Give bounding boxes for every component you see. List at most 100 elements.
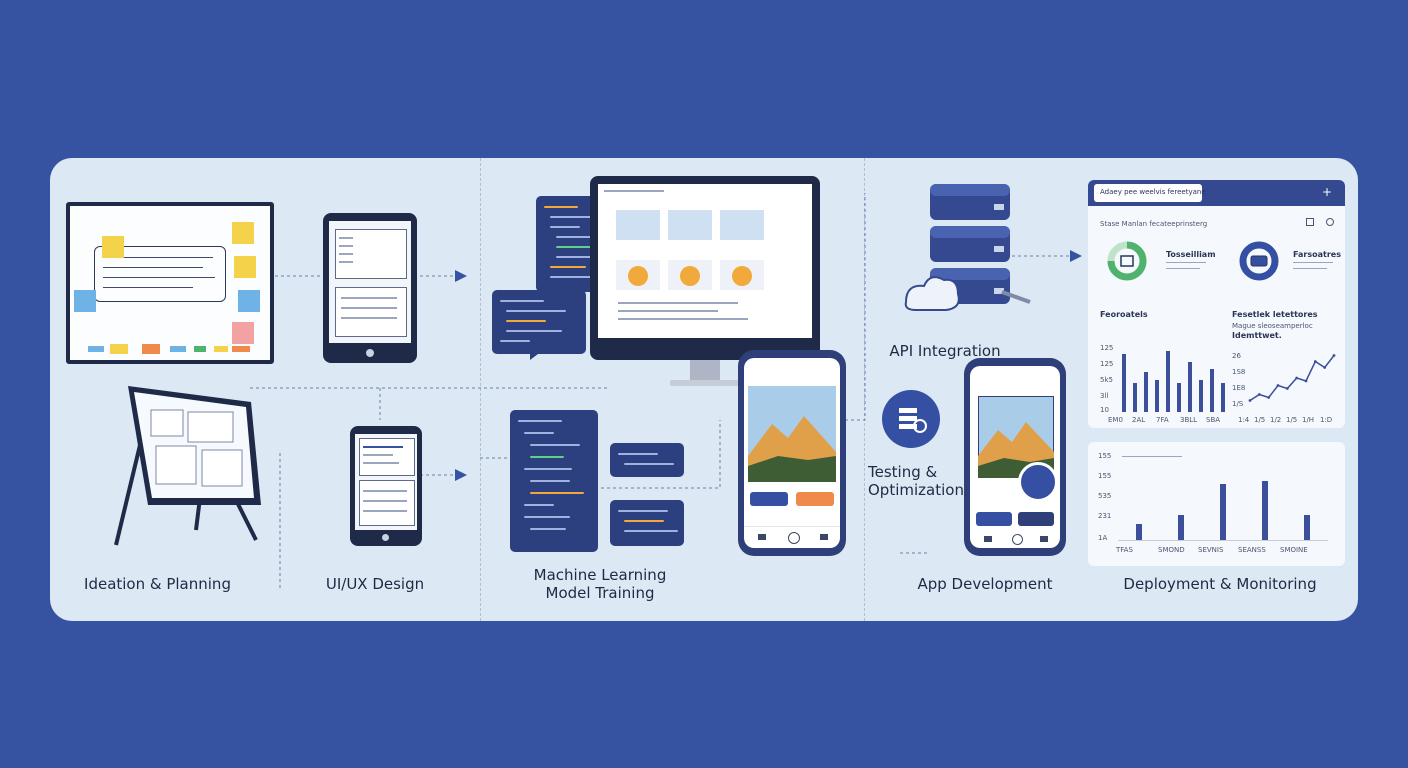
chart2-xtick: 1/H	[1302, 416, 1315, 424]
chart3-ytick: 155	[1098, 452, 1112, 460]
stage-label-api: API Integration	[889, 342, 1001, 360]
home-icon[interactable]	[758, 534, 766, 540]
chart1-xtick: 2AL	[1132, 416, 1146, 424]
stage-label-appdev: App Development	[917, 575, 1053, 593]
chart3-plot	[1118, 458, 1328, 541]
whiteboard	[66, 202, 274, 364]
arrow-head	[1070, 250, 1082, 262]
idea-note-box	[94, 246, 226, 302]
primary-button[interactable]	[750, 492, 788, 506]
chart2-ytick: 1/S	[1232, 400, 1244, 408]
profile-icon[interactable]	[820, 534, 828, 540]
chart3-xtick: TFAS	[1116, 546, 1133, 554]
chart1-title: Feoroatels	[1100, 310, 1148, 319]
bubble-tail	[530, 348, 546, 360]
home-icon[interactable]	[984, 536, 992, 542]
like-icon[interactable]	[1306, 218, 1314, 226]
add-icon[interactable]: +	[1322, 185, 1333, 199]
chart1-ytick: 125	[1100, 360, 1114, 368]
secondary-button[interactable]	[796, 492, 834, 506]
chart1-xtick: 3BLL	[1180, 416, 1198, 424]
settings-icon[interactable]	[1326, 218, 1334, 226]
profile-icon[interactable]	[1040, 536, 1048, 542]
chart1-xtick: SBA	[1206, 416, 1221, 424]
code-window	[610, 443, 684, 477]
chart1-bar	[1165, 350, 1170, 412]
chart1-bar	[1187, 361, 1192, 412]
chart2-subtitle: Mague sleoseamperloc	[1232, 322, 1313, 330]
chart2-point	[1267, 396, 1271, 399]
stage-label-uiux: UI/UX Design	[325, 575, 425, 593]
center-tab-icon[interactable]	[1012, 534, 1023, 545]
sticky-note	[102, 236, 124, 258]
sticky-note	[238, 290, 260, 312]
chart3-bar	[1178, 515, 1184, 540]
chart2-point	[1276, 384, 1280, 387]
chart1-xtick: EM0	[1108, 416, 1123, 424]
workflow-panel: Ideation & Planning UI/UX Desig	[50, 158, 1358, 621]
kpi-donut-green	[1107, 241, 1147, 281]
chart3-bar	[1136, 523, 1142, 540]
chart2-plot	[1248, 354, 1336, 402]
chart1-ytick: 125	[1100, 344, 1114, 352]
chart3-ytick: 155	[1098, 472, 1112, 480]
chart3-ytick: 231	[1098, 512, 1112, 520]
chart2-point	[1313, 360, 1317, 363]
phone-app-preview	[738, 350, 846, 556]
kpi2-title: Farsoatres	[1293, 250, 1341, 259]
chart1-bar	[1121, 354, 1126, 412]
monitor-base	[670, 380, 740, 386]
stage-label-ml: Machine Learning Model Training	[533, 566, 667, 602]
tablet-layout	[350, 426, 422, 546]
chart3-bar	[1262, 480, 1268, 540]
dashboard-subtitle: Stase Manlan fecateeprinsterg	[1100, 220, 1208, 228]
arrow-head	[455, 469, 467, 481]
chart1-ytick: 3ll	[1100, 392, 1109, 400]
chart1-bar	[1154, 379, 1159, 412]
stage-label-deployment: Deployment & Monitoring	[1123, 575, 1317, 593]
chart2-subtitle-2: Idemttwet.	[1232, 331, 1282, 340]
code-window	[510, 410, 598, 552]
chart2-xtick: 1:D	[1320, 416, 1333, 424]
chart3-xtick: SEVNIS	[1198, 546, 1224, 554]
stage-label-testing: Testing & Optimization	[868, 463, 964, 499]
primary-button[interactable]	[976, 512, 1012, 526]
chart1-bar	[1220, 383, 1225, 412]
monitor	[590, 176, 820, 360]
chart2-point	[1257, 393, 1261, 396]
tablet-wireframe	[323, 213, 417, 363]
stage-label-ideation: Ideation & Planning	[84, 575, 231, 593]
sticky-note	[232, 222, 254, 244]
chart2-title: Fesetlek letettores	[1232, 310, 1318, 319]
sticky-note	[234, 256, 256, 278]
chart1-bar	[1198, 379, 1203, 412]
chart2-xtick: 1/5	[1286, 416, 1298, 424]
kpi-donut-blue	[1239, 241, 1279, 281]
secondary-button[interactable]	[1018, 512, 1054, 526]
chart1-plot	[1118, 340, 1228, 412]
arrow-head	[455, 270, 467, 282]
center-tab-icon[interactable]	[788, 532, 800, 544]
chart2-point	[1332, 354, 1336, 357]
bubble-tail	[574, 286, 590, 298]
chart1-xtick: 7FA	[1156, 416, 1169, 424]
sticky-note	[232, 322, 254, 344]
phone-app-dev	[964, 358, 1066, 556]
chart2-point	[1304, 379, 1308, 383]
chart3-bar	[1220, 484, 1226, 540]
kpi1-title: Tosseilliam	[1166, 250, 1216, 259]
chart2-point	[1323, 366, 1327, 369]
server-stack-icon	[904, 184, 1031, 311]
chart3-xtick: SMOINE	[1280, 546, 1308, 554]
chart2-ytick: 1S8	[1232, 368, 1246, 376]
chart3-ytick: 535	[1098, 492, 1112, 500]
chart2-ytick: 1E8	[1232, 384, 1246, 392]
chart2-xtick: 1:4	[1238, 416, 1250, 424]
chart2-point	[1295, 376, 1299, 380]
dashboard-header: Adaey pee weelvis fereetyane +	[1088, 180, 1345, 206]
dashboard-card: Adaey pee weelvis fereetyane + Stase Man…	[1088, 180, 1345, 428]
dashboard-header-title: Adaey pee weelvis fereetyane	[1100, 188, 1206, 196]
chart3-bar	[1304, 515, 1310, 540]
chart2-line	[1249, 355, 1335, 402]
easel	[114, 386, 261, 546]
